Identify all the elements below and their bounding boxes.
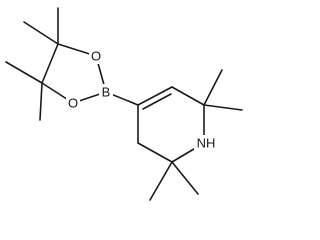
atom-boron: B [102,85,111,100]
bond-methyl-2 [23,21,59,45]
bond-methyl-4 [39,82,43,121]
atom-oxygen-upper: O [91,49,101,64]
bond-c-c-pinacol [41,43,59,84]
atom-nitrogen-nh: NH [197,136,216,151]
bond-methyl-7 [171,161,199,195]
bond-c3-c2 [171,86,205,106]
molecule-structure: O O B NH [5,7,243,201]
bond-methyl-6 [203,104,243,111]
atom-oxygen-lower: O [68,96,78,111]
bond-methyl-3 [5,61,43,84]
bond-c4-c3-double [137,86,173,106]
bond-methyl-5 [203,69,223,106]
bond-c4-c3-double-inner [142,93,172,110]
bond-c6-c5 [137,142,173,163]
bond-methyl-8 [149,161,173,201]
